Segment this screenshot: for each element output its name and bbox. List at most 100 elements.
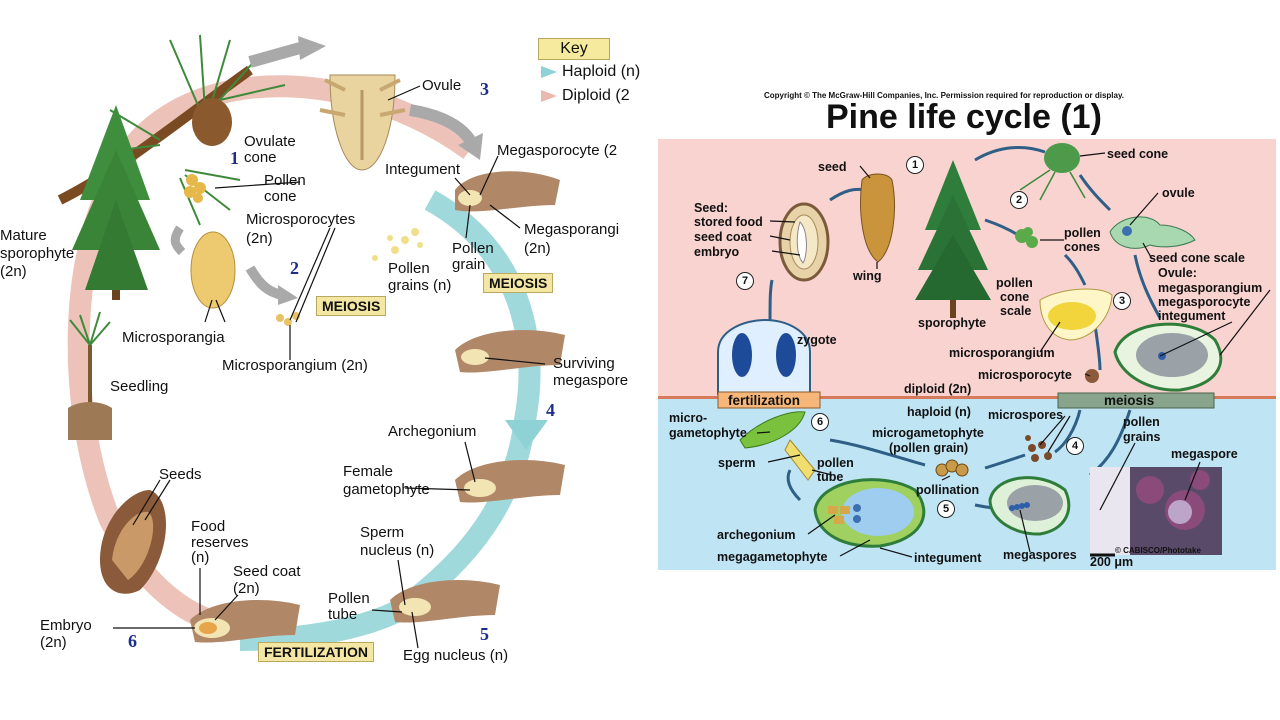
r-label-diploid: diploid (2n): [904, 382, 972, 396]
label-pollen-cone-1: Pollen: [264, 172, 306, 189]
label-integument: Integument: [385, 161, 461, 178]
label-seeds: Seeds: [159, 466, 202, 483]
r-label-integument: integument: [914, 551, 982, 565]
r-label-seed-desc-4: embryo: [694, 245, 740, 259]
r-label-pollen-cones-2: cones: [1064, 240, 1101, 254]
label-surviving-2: megaspore: [553, 372, 629, 389]
label-seedcoat-2: (2n): [233, 580, 260, 597]
r-label-microgam-pg-1: microgametophyte: [872, 426, 984, 440]
label-megasporangium-2: (2n): [524, 240, 551, 257]
label-mature-3: (2n): [0, 263, 27, 280]
r-label-microgam-pg-2: (pollen grain): [889, 441, 969, 455]
r-label-seed-cone: seed cone: [1107, 147, 1169, 161]
r-label-ovule-desc-3: megasporocyte: [1158, 295, 1251, 309]
tag-fertilization-left: FERTILIZATION: [258, 642, 374, 662]
label-surviving-1: Surviving: [553, 355, 615, 372]
right-step-3: 3: [1113, 292, 1131, 310]
copyright-note: Copyright © The McGraw-Hill Companies, I…: [764, 91, 1125, 100]
label-mature-2: sporophyte: [0, 245, 75, 262]
r-label-seed-desc-1: Seed:: [694, 201, 729, 215]
r-label-sporophyte: sporophyte: [918, 316, 987, 330]
meiosis-bar-label: meiosis: [1104, 393, 1155, 408]
label-food-3: (n): [191, 549, 210, 566]
r-label-microspores: microspores: [988, 408, 1064, 422]
step-6: 6: [128, 631, 137, 651]
key-haploid-label: Haploid (n): [562, 63, 641, 80]
r-label-archegonium: archegonium: [717, 528, 796, 542]
r-label-pollen-tube-1: pollen: [817, 456, 854, 470]
label-pollen-grain-1: Pollen: [452, 240, 494, 257]
label-seedcoat-1: Seed coat: [233, 563, 301, 580]
key-diploid-arrow-icon: [541, 90, 557, 102]
label-pollen-cone-2: cone: [264, 188, 297, 205]
label-food-1: Food: [191, 518, 226, 535]
r-label-pcs-1: pollen: [996, 276, 1033, 290]
r-label-microsporangium: microsporangium: [949, 346, 1055, 360]
r-label-pollination: pollination: [916, 483, 980, 497]
r-label-megagametophyte: megagametophyte: [717, 550, 828, 564]
label-pollentube-1: Pollen: [328, 590, 370, 607]
label-archegonium: Archegonium: [388, 423, 477, 440]
r-label-pcs-3: scale: [1000, 304, 1032, 318]
step-3: 3: [480, 79, 489, 99]
label-egg-nucleus: Egg nucleus (n): [403, 647, 509, 664]
r-label-megaspore: megaspore: [1171, 447, 1238, 461]
r-label-microsporocyte: microsporocyte: [978, 368, 1072, 382]
label-microsporangia: Microsporangia: [122, 329, 225, 346]
tag-meiosis-left: MEIOSIS: [316, 296, 387, 316]
r-label-ovule: ovule: [1162, 186, 1195, 200]
r-label-sperm: sperm: [718, 456, 756, 470]
r-label-zygote: zygote: [797, 333, 837, 347]
r-label-wing: wing: [853, 269, 882, 283]
step-5: 5: [480, 624, 489, 644]
label-embryo-1: Embryo: [40, 617, 92, 634]
label-ovulate-cone-2: cone: [244, 149, 277, 166]
r-label-pollen-grains-1: pollen: [1123, 415, 1160, 429]
key-diploid-label: Diploid (2: [562, 87, 630, 104]
label-sperm-2: nucleus (n): [360, 542, 435, 559]
label-pollentube-2: tube: [328, 606, 358, 623]
right-step-7: 7: [736, 272, 754, 290]
r-label-seed: seed: [818, 160, 847, 174]
label-pollen-grain-2: grain: [452, 256, 486, 273]
r-label-seed-cone-scale: seed cone scale: [1149, 251, 1245, 265]
r-label-ovule-desc-1: Ovule:: [1158, 266, 1197, 280]
label-microsporocytes-1: Microsporocytes: [246, 211, 356, 228]
label-microsporocytes-2: (2n): [246, 230, 273, 247]
r-label-microgam-2: gametophyte: [669, 426, 747, 440]
right-step-4: 4: [1066, 437, 1084, 455]
step-2: 2: [290, 258, 299, 278]
label-food-2: reserves: [191, 534, 249, 551]
r-label-seed-desc-2: stored food: [694, 215, 763, 229]
fertilization-bar-label: fertilization: [728, 393, 801, 408]
label-ovule: Ovule: [422, 77, 462, 94]
r-label-scale: 200 μm: [1090, 555, 1134, 569]
r-label-pollen-grains-2: grains: [1123, 430, 1161, 444]
right-step-5: 5: [937, 500, 955, 518]
label-female-2: gametophyte: [343, 481, 430, 498]
r-label-pollen-tube-2: tube: [817, 470, 844, 484]
key-haploid-arrow-icon: [541, 66, 557, 78]
r-label-pollen-cones-1: pollen: [1064, 226, 1101, 240]
r-label-haploid: haploid (n): [907, 405, 971, 419]
r-label-microgam-1: micro-: [669, 411, 708, 425]
r-label-ovule-desc-2: megasporangium: [1158, 281, 1263, 295]
divider-line: [658, 396, 1276, 399]
right-step-1: 1: [906, 156, 924, 174]
page-title: Pine life cycle (1): [826, 98, 1102, 136]
r-label-cabisco: © CABISCO/Phototake: [1115, 546, 1201, 555]
key-box: Key: [538, 38, 610, 60]
label-embryo-2: (2n): [40, 634, 67, 651]
tag-meiosis-right: MEIOSIS: [483, 273, 554, 293]
r-label-megaspores: megaspores: [1003, 548, 1077, 562]
right-step-6: 6: [811, 413, 829, 431]
label-megasporocyte: Megasporocyte (2: [497, 142, 618, 159]
r-label-ovule-desc-4: integument: [1158, 309, 1226, 323]
label-megasporangium-1: Megasporangi: [524, 221, 620, 238]
label-mature-1: Mature: [0, 227, 47, 244]
label-microsporangium: Microsporangium (2n): [222, 357, 368, 374]
step-1: 1: [230, 148, 239, 168]
label-female-1: Female: [343, 463, 394, 480]
r-label-pcs-2: cone: [1000, 290, 1030, 304]
